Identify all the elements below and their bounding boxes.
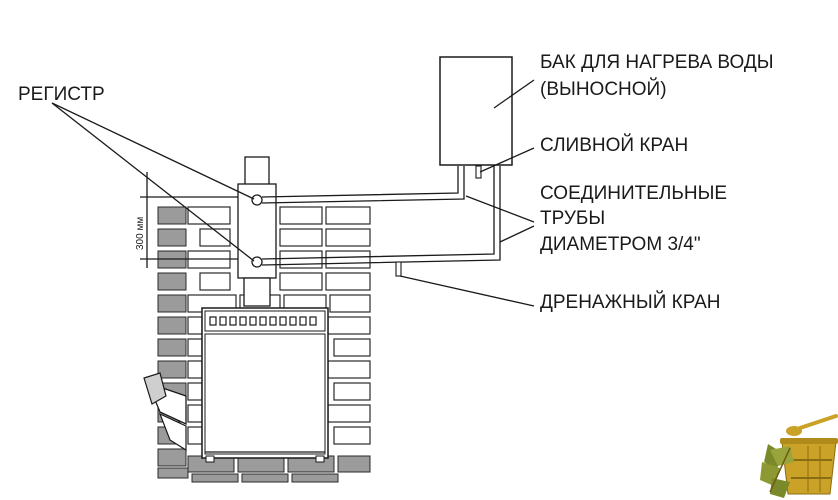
leader-register-top	[51, 102, 255, 200]
brick-wall-sides	[187, 316, 371, 445]
stove	[201, 307, 329, 463]
label-pipes-line3: ДИАМЕТРОМ 3/4"	[540, 234, 701, 255]
leader-lines	[51, 79, 535, 307]
label-register: РЕГИСТР	[18, 84, 105, 105]
water-tank	[439, 56, 513, 179]
register-connectors	[251, 194, 263, 268]
leader-pipes-bottom	[499, 225, 535, 243]
labels: РЕГИСТР БАК ДЛЯ НАГРЕВА ВОДЫ (ВЫНОСНОЙ) …	[18, 52, 774, 313]
leader-tank	[493, 79, 535, 109]
connecting-pipes	[261, 166, 501, 277]
leader-drainage-tap	[399, 275, 535, 307]
dimension-marker: 300 мм	[135, 172, 238, 268]
brick-wall	[157, 206, 371, 483]
label-drainage-tap: ДРЕНАЖНЫЙ КРАН	[540, 291, 721, 313]
sauna-bucket-broom-icon	[760, 414, 838, 498]
leader-register-bottom	[51, 102, 255, 262]
label-pipes-line2: ТРУБЫ	[540, 208, 605, 229]
firebox-chute	[143, 372, 187, 452]
label-tank-line2: (ВЫНОСНОЙ)	[540, 78, 667, 100]
brick-wall-base	[157, 455, 371, 483]
chimney	[237, 156, 277, 307]
dimension-label: 300 мм	[135, 217, 146, 250]
leader-pipes-top	[465, 195, 535, 223]
leader-drain-tap	[479, 147, 535, 173]
label-tank-line1: БАК ДЛЯ НАГРЕВА ВОДЫ	[540, 52, 774, 73]
stove-vent-slots	[209, 316, 317, 326]
label-pipes-line1: СОЕДИНИТЕЛЬНЫЕ	[540, 183, 727, 204]
label-drain-tap: СЛИВНОЙ КРАН	[540, 134, 688, 156]
